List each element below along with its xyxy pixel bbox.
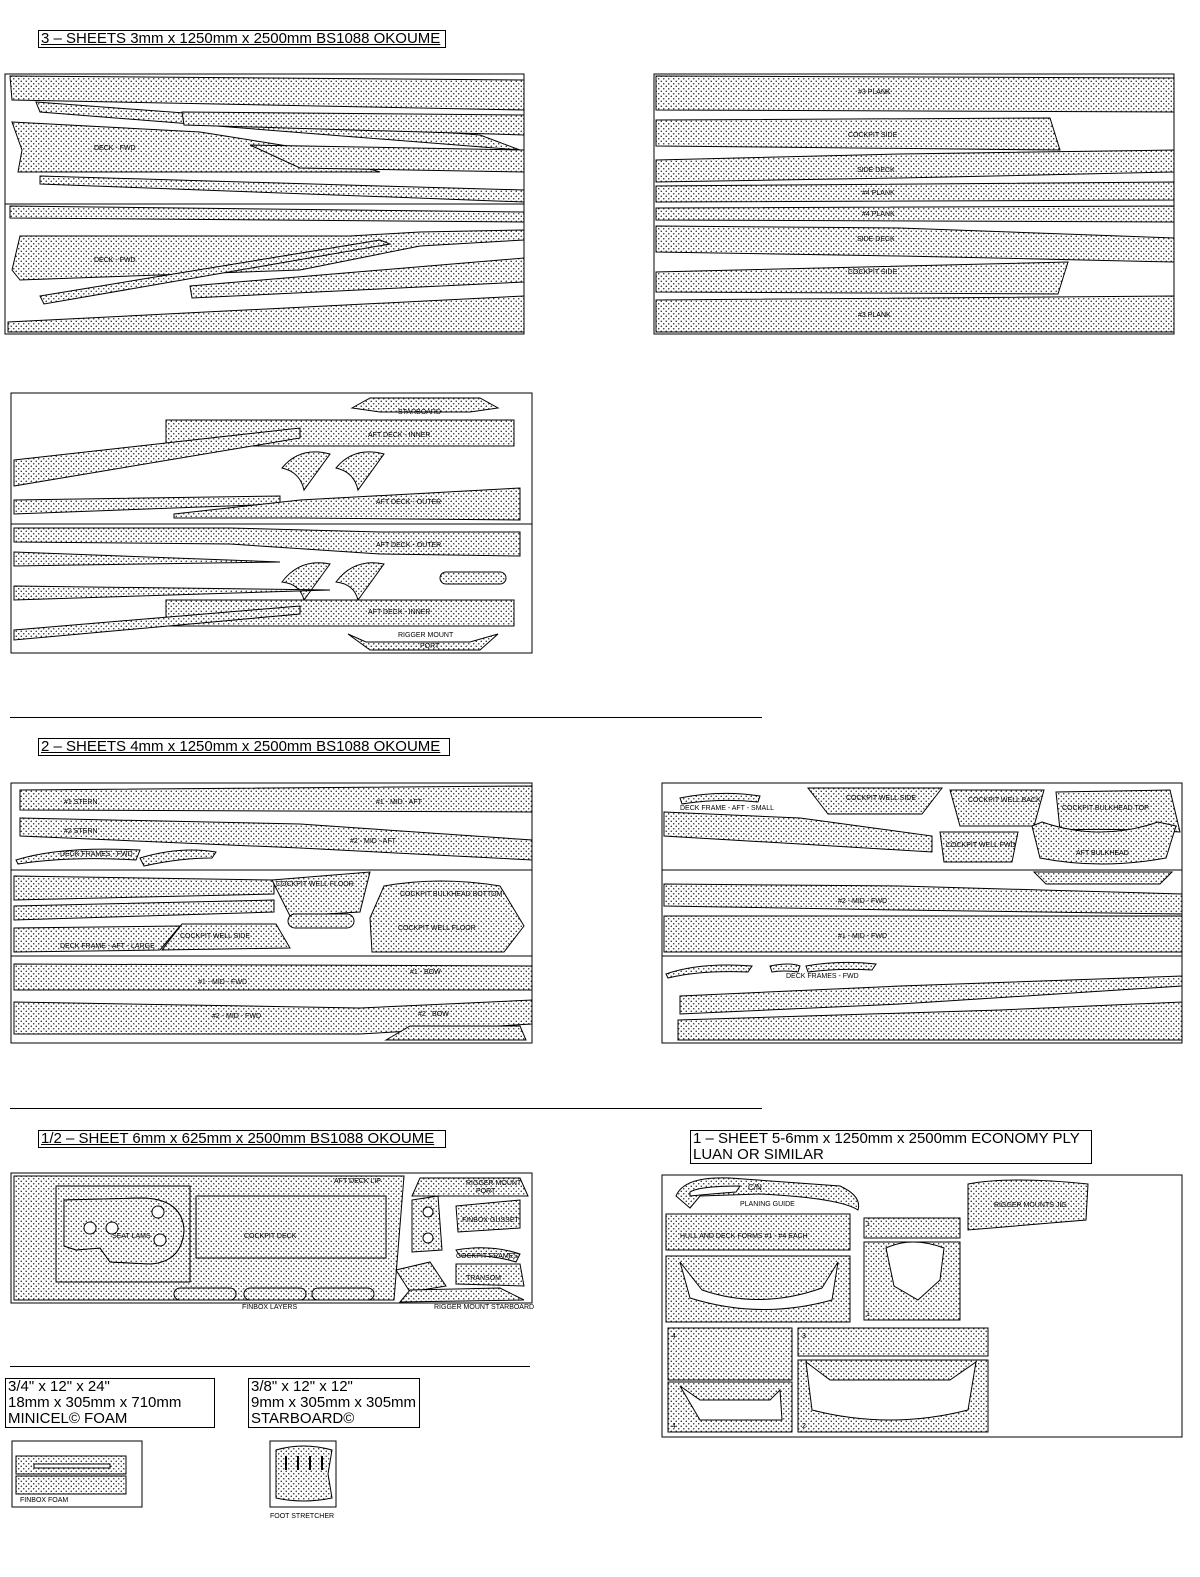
label-deck-frame-aft-small: DECK FRAME - AFT - SMALL <box>680 805 774 812</box>
header-starboard: 3/8" x 12" x 12" 9mm x 305mm x 305mm STA… <box>248 1378 420 1428</box>
divider-1 <box>10 717 762 718</box>
label-cockpit-well-fwd: COCKPIT WELL FWD <box>946 842 1016 849</box>
label-finbox-gusset: FINBOX GUSSET <box>462 1217 520 1224</box>
label-rigger-mount-f: RIGGER MOUNT <box>466 1180 522 1187</box>
label-mid-fwd2-d: #2 - MID - FWD <box>212 1013 261 1020</box>
label-port-f: PORT <box>476 1188 496 1195</box>
header-economy-line2: LUAN OR SIMILAR <box>693 1146 824 1163</box>
label-cockpit-well-side-d: COCKPIT WELL SIDE <box>180 933 250 940</box>
label-cockpit-bulkhead-bottom: COCKPIT BULKHEAD BOTTOM <box>400 891 503 898</box>
label-plank4-top: #4 PLANK <box>862 190 895 197</box>
label-finbox-foam: FINBOX FOAM <box>20 1497 68 1504</box>
header-4mm-text: 2 – SHEETS 4mm x 1250mm x 2500mm BS1088 … <box>41 738 441 755</box>
label-mid-aft2: #2 - MID - AFT <box>350 838 397 845</box>
sheet-3mm-a: DECK - FWD DECK - FWD <box>4 73 525 335</box>
label-starboard-c: STARBOARD <box>398 409 441 416</box>
header-3mm-sheets: 3 – SHEETS 3mm x 1250mm x 2500mm BS1088 … <box>38 30 446 48</box>
label-rigger-mounts-jig: RIGGER MOUNTS JIG <box>994 1202 1067 1209</box>
label-cockpit-well-back: COCKPIT WELL BACK <box>968 797 1041 804</box>
label-hull-deck-forms: HULL AND DECK FORMS #1 - #4 EACH <box>680 1233 808 1240</box>
label-cockpit-side-top: COCKPIT SIDE <box>848 132 898 139</box>
sheet-3mm-c: STARBOARD AFT DECK - INNER AFT DECK - OU… <box>10 392 533 654</box>
sheet-economy: C/N PLANING GUIDE RIGGER MOUNTS JIG HULL… <box>661 1174 1183 1438</box>
header-6mm-text: 1/2 – SHEET 6mm x 625mm x 2500mm BS1088 … <box>41 1130 435 1147</box>
header-minicel: 3/4" x 12" x 24" 18mm x 305mm x 710mm MI… <box>5 1378 215 1428</box>
starboard-line2: 9mm x 305mm x 305mm <box>251 1394 417 1411</box>
label-cockpit-side-bottom: COCKPIT SIDE <box>848 269 898 276</box>
label-mid-fwd1-d: #1 - MID - FWD <box>198 979 247 986</box>
label-cockpit-well-side-e: COCKPIT WELL SIDE <box>846 795 916 802</box>
label-finbox-layers: FINBOX LAYERS <box>242 1304 297 1311</box>
label-cockpit-well-floor-d: COCKPIT WELL FLOOR <box>276 881 354 888</box>
label-n4-top: 4 <box>672 1333 676 1340</box>
label-n2: 2 <box>802 1423 806 1430</box>
label-side-deck-top: SIDE DECK <box>857 167 895 174</box>
label-mid-fwd2-e: #2 - MID - FWD <box>838 898 887 905</box>
label-transom: TRANSOM <box>466 1275 501 1282</box>
label-seat-lams: SEAT LAMS <box>112 1233 151 1240</box>
label-n4-bottom: 4 <box>672 1423 676 1430</box>
label-cockpit-bulkhead-top: COCKPIT BULKHEAD TOP <box>1062 805 1149 812</box>
sheet-3mm-b: #3 PLANK COCKPIT SIDE SIDE DECK #4 PLANK… <box>653 73 1175 335</box>
label-cn: C/N <box>748 1183 762 1192</box>
label-bow2: #2 - BOW <box>418 1011 449 1018</box>
sheet-6mm-half: AFT DECK LIP SEAT LAMS COCKPIT DECK RIGG… <box>10 1172 534 1311</box>
divider-2 <box>10 1108 762 1109</box>
label-aft-deck-lip: AFT DECK LIP <box>334 1178 381 1185</box>
minicel-line3: MINICEL© FOAM <box>8 1410 128 1427</box>
starboard-line1: 3/8" x 12" x 12" <box>251 1378 353 1395</box>
header-3mm-text: 3 – SHEETS 3mm x 1250mm x 2500mm BS1088 … <box>41 30 441 47</box>
label-deck-frame-aft-large: DECK FRAME - AFT - LARGE <box>60 943 155 950</box>
label-side-deck-bottom: SIDE DECK <box>857 236 895 243</box>
label-deck-frames-fwd-d: DECK FRAMES - FWD <box>60 851 133 858</box>
header-4mm-sheets: 2 – SHEETS 4mm x 1250mm x 2500mm BS1088 … <box>38 738 450 756</box>
label-planing-guide: PLANING GUIDE <box>740 1201 795 1208</box>
label-deck-fwd-1: DECK - FWD <box>94 145 136 152</box>
label-aft-bulkhead: AFT BULKHEAD <box>1076 850 1129 857</box>
header-economy-line1: 1 – SHEET 5-6mm x 1250mm x 2500mm ECONOM… <box>693 1130 1080 1147</box>
label-mid-aft1: #1 - MID - AFT <box>376 799 423 806</box>
header-economy-sheet: 1 – SHEET 5-6mm x 1250mm x 2500mm ECONOM… <box>690 1130 1092 1164</box>
label-cockpit-frames: COCKPIT FRAMES <box>456 1253 518 1260</box>
label-plank4-bottom: #4 PLANK <box>862 211 895 218</box>
label-deck-fwd-2: DECK - FWD <box>94 257 136 264</box>
label-n1-bottom: 1 <box>866 1311 870 1318</box>
label-deck-frames-fwd-e: DECK FRAMES - FWD <box>786 973 859 980</box>
minicel-line1: 3/4" x 12" x 24" <box>8 1378 110 1395</box>
label-foot-stretcher: FOOT STRETCHER <box>270 1513 334 1520</box>
sheet-4mm-a: #1 STERN #1 - MID - AFT #2 STERN #2 - MI… <box>10 782 533 1044</box>
minicel-line2: 18mm x 305mm x 710mm <box>8 1394 182 1411</box>
label-aft-deck-inner-1: AFT DECK - INNER <box>368 432 431 439</box>
label-aft-deck-outer-2: AFT DECK - OUTER <box>376 542 441 549</box>
starboard-line3: STARBOARD© <box>251 1410 355 1427</box>
label-aft-deck-outer-1: AFT DECK - OUTER <box>376 499 441 506</box>
label-cockpit-deck: COCKPIT DECK <box>244 1233 297 1240</box>
label-cockpit-well-floor-d2: COCKPIT WELL FLOOR <box>398 925 476 932</box>
label-rigger-mount-c: RIGGER MOUNT <box>398 632 454 639</box>
label-stern2: #2 STERN <box>64 828 97 835</box>
minicel-foam-piece: FINBOX FOAM <box>11 1440 143 1508</box>
label-port-c: PORT <box>420 643 440 650</box>
label-n1-top: 1 <box>866 1221 870 1228</box>
label-aft-deck-inner-2: AFT DECK - INNER <box>368 609 431 616</box>
sheet-4mm-b: DECK FRAME - AFT - SMALL COCKPIT WELL SI… <box>661 782 1183 1044</box>
label-n3: 3 <box>802 1333 806 1340</box>
label-rigger-mount-starboard: RIGGER MOUNT STARBOARD <box>434 1304 534 1311</box>
label-stern1: #1 STERN <box>64 799 97 806</box>
starboard-piece: FOOT STRETCHER <box>269 1440 337 1520</box>
divider-3 <box>10 1366 530 1367</box>
label-plank3-bottom: #3 PLANK <box>858 312 891 319</box>
label-bow1: #1 - BOW <box>410 969 441 976</box>
label-plank3-top: #3 PLANK <box>858 89 891 96</box>
header-6mm-sheet: 1/2 – SHEET 6mm x 625mm x 2500mm BS1088 … <box>38 1130 446 1148</box>
label-mid-fwd1-e: #1 - MID - FWD <box>838 933 887 940</box>
